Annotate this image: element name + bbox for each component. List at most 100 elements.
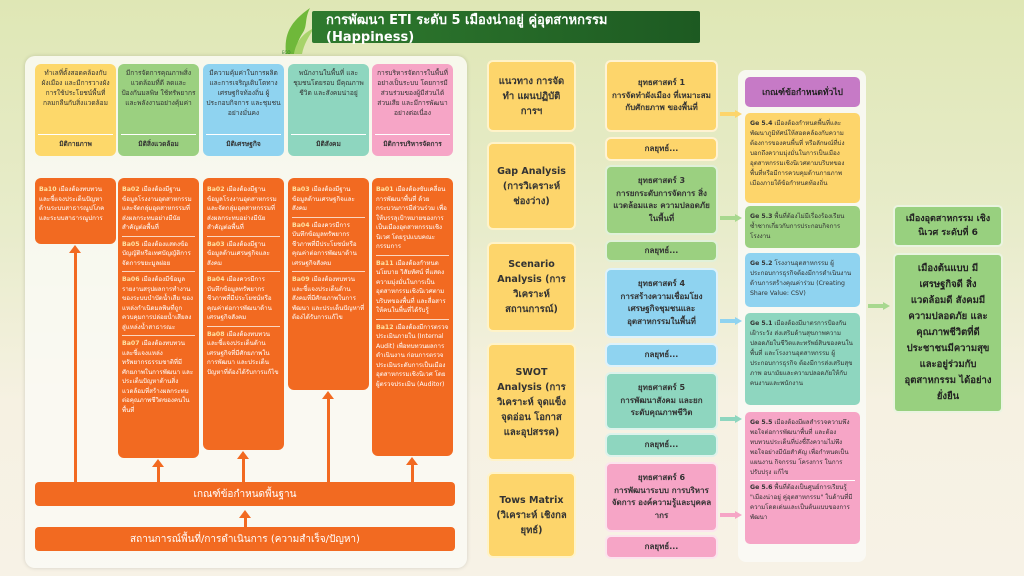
dimension-box: ทำเลที่ตั้งสอดคล้องกับผังเมือง และมีการว… bbox=[35, 64, 116, 156]
criteria-item: Ba05 เมืองต้องแสดงข้อบัญญัติหรือเทศบัญญั… bbox=[122, 237, 195, 272]
criteria-item: Ba04 เมืองควรมีการบันทึกข้อมูลทรัพยากรชี… bbox=[207, 272, 280, 327]
criteria-code: Ba06 bbox=[122, 276, 140, 283]
criteria-item: Ba03 เมืองต้องมีฐานข้อมูลด้านเศรษฐกิจและ… bbox=[292, 182, 365, 218]
arrow-right-icon bbox=[720, 511, 742, 519]
arrow-up-icon bbox=[69, 245, 81, 253]
criteria-item: Ba04 เมืองควรมีการบันทึกข้อมูลทรัพยากรชี… bbox=[292, 218, 365, 272]
criteria-text: เมืองต้องมีมาตรการป้องกัน เฝ้าระวัง ส่งเ… bbox=[750, 320, 853, 387]
eco-industrial-town-logo: ECO bbox=[282, 8, 314, 55]
criteria-item: Ba11 เมืองต้องกำหนดนโยบาย วิสัยทัศน์ ที่… bbox=[376, 256, 449, 320]
criteria-text: เมืองต้องมีฐานข้อมูลโรงงานอุตสาหกรรม และ… bbox=[207, 186, 277, 231]
strategy-text: การพัฒนาสังคม และยกระดับคุณภาพชีวิต bbox=[620, 395, 703, 418]
strategy-text: การสร้างความเชื่อมโยง เศรษฐกิจชุมชนและ อ… bbox=[620, 291, 703, 326]
criteria-text: เมืองต้องมีการตรวจประเมินภายใน (Internal… bbox=[376, 323, 449, 388]
criteria-code: Ba12 bbox=[376, 323, 394, 331]
baseline-criteria-bar: เกณฑ์ข้อกำหนดพื้นฐาน bbox=[35, 482, 455, 506]
criteria-code: Ge 5.2 bbox=[750, 260, 773, 267]
connector-line bbox=[411, 464, 414, 482]
criteria-text: เมืองต้องขับเคลื่อนการพัฒนาพื้นที่ ด้วยก… bbox=[376, 186, 447, 250]
criteria-text: เมืองต้องมีฐานข้อมูลโรงงานอุตสาหกรรม และ… bbox=[122, 186, 192, 231]
criteria-text: เมืองควรมีการบันทึกข้อมูลทรัพยากรชีวภาพท… bbox=[292, 221, 357, 267]
connector-line bbox=[157, 466, 160, 482]
arrow-right-icon bbox=[720, 415, 742, 423]
baseline-criteria-column: Ba01 เมืองต้องขับเคลื่อนการพัฒนาพื้นที่ … bbox=[372, 178, 453, 456]
criteria-text: เมืองต้องมีผลสำรวจความพึงพอใจต่อการพัฒนา… bbox=[750, 419, 850, 476]
criteria-code: Ba05 bbox=[122, 240, 140, 248]
criteria-code: Ge 5.4 bbox=[750, 120, 773, 127]
dimension-text: การบริหารจัดการในพื้นที่อย่างเป็นระบบ โด… bbox=[377, 69, 448, 117]
general-criteria-box: Ge 5.4 เมืองต้องกำหนดพื้นที่และพัฒนาภูมิ… bbox=[745, 113, 860, 203]
strategy-title: ยุทธศาสตร์ 5 bbox=[637, 383, 686, 393]
criteria-text: เมืองต้องมีข้อมูลรายงานสรุปผลการทำงานของ… bbox=[122, 276, 193, 331]
criteria-item: Ge 5.4 เมืองต้องกำหนดพื้นที่และพัฒนาภูมิ… bbox=[750, 117, 855, 191]
criteria-text: โรงงานอุตสาหกรรม ผู้ประกอบการธุรกิจต้องม… bbox=[750, 260, 852, 297]
baseline-criteria-column: Ba03 เมืองต้องมีฐานข้อมูลด้านเศรษฐกิจและ… bbox=[288, 178, 369, 390]
criteria-item: Ba09 เมืองต้องทบทวนและชี้แจงประเด็นด้านส… bbox=[292, 272, 365, 326]
criteria-text: พื้นที่ต้องเป็นศูนย์การเรียนรู้ "เมืองน่… bbox=[750, 484, 853, 521]
criteria-text: เมืองต้องทบทวนและชี้แจงประเด็นปัญหาด้านร… bbox=[39, 186, 105, 222]
criteria-code: Ba04 bbox=[292, 221, 310, 229]
criteria-code: Ba02 bbox=[207, 186, 225, 193]
connector-line bbox=[74, 252, 77, 482]
baseline-criteria-column: Ba02 เมืองต้องมีฐานข้อมูลโรงงานอุตสาหกรร… bbox=[203, 178, 284, 450]
criteria-code: Ge 5.5 bbox=[750, 419, 773, 426]
arrow-right-icon bbox=[868, 302, 890, 310]
criteria-code: Ba09 bbox=[292, 276, 310, 283]
dimension-box: มีความคุ้มค่าในการผลิต และการเจริญเติบโต… bbox=[203, 64, 284, 156]
criteria-item: Ba02 เมืองต้องมีฐานข้อมูลโรงงานอุตสาหกรร… bbox=[122, 182, 195, 237]
page-title: การพัฒนา ETI ระดับ 5 เมืองน่าอยู่ คู่อุต… bbox=[312, 11, 700, 45]
dimension-text: มีความคุ้มค่าในการผลิต และการเจริญเติบโต… bbox=[206, 69, 281, 117]
criteria-code: Ba07 bbox=[122, 340, 140, 347]
strategy-box: ยุทธศาสตร์ 5 การพัฒนาสังคม และยกระดับคุณภ… bbox=[605, 372, 718, 430]
connector-line bbox=[244, 517, 247, 527]
criteria-text: เมืองต้องกำหนดพื้นที่และพัฒนาภูมิทัศน์ให… bbox=[750, 120, 845, 187]
general-criteria-box: Ge 5.1 เมืองต้องมีมาตรการป้องกัน เฝ้าระว… bbox=[745, 313, 860, 405]
strategy-text: กลยุทธ์... bbox=[644, 245, 679, 255]
tactic-box: กลยุทธ์... bbox=[605, 433, 718, 457]
dimension-label: มิติกายภาพ bbox=[38, 134, 113, 152]
tactic-box: กลยุทธ์... bbox=[605, 343, 718, 367]
strategy-title: ยุทธศาสตร์ 3 bbox=[637, 176, 686, 185]
general-criteria-header: เกณฑ์ข้อกำหนดทั่วไป bbox=[745, 77, 860, 107]
approach-box: Gap Analysis (การวิเคราะห์ ช่องว่าง) bbox=[487, 142, 576, 230]
situation-bar: สถานการณ์พื้นที่/การดำเนินการ (ความสำเร็… bbox=[35, 527, 455, 551]
strategy-text: กลยุทธ์... bbox=[644, 349, 679, 359]
tactic-box: กลยุทธ์... bbox=[605, 240, 718, 262]
criteria-item: Ba03 เมืองต้องมีฐานข้อมูลด้านเศรษฐกิจและ… bbox=[207, 237, 280, 272]
svg-text:ECO: ECO bbox=[282, 50, 290, 55]
criteria-item: Ba10 เมืองต้องทบทวนและชี้แจงประเด็นปัญหา… bbox=[39, 182, 112, 226]
approach-box: Tows Matrix (วิเคราะห์ เชิงกลยุทธ์) bbox=[487, 472, 576, 558]
criteria-code: Ba10 bbox=[39, 186, 57, 193]
connector-line bbox=[327, 398, 330, 482]
criteria-text: เมืองต้องมีฐานข้อมูลด้านเศรษฐกิจและสังคม bbox=[292, 186, 355, 212]
criteria-text: พื้นที่ต้องไม่มีเรื่องร้องเรียนซ้ำซากเกี… bbox=[750, 213, 845, 240]
criteria-text: เมืองต้องกำหนดนโยบาย วิสัยทัศน์ ที่แสดงค… bbox=[376, 259, 446, 315]
baseline-criteria-column: Ba10 เมืองต้องทบทวนและชี้แจงประเด็นปัญหา… bbox=[35, 178, 116, 244]
strategy-text: การจัดทำผังเมือง ที่เหมาะสมกับศักยภาพ ขอ… bbox=[612, 90, 711, 113]
strategy-text: กลยุทธ์... bbox=[644, 143, 679, 153]
arrow-up-icon bbox=[239, 510, 251, 518]
approach-box: แนวทาง การจัดทำ แผนปฏิบัติการฯ bbox=[487, 60, 576, 132]
tactic-box: กลยุทธ์... bbox=[605, 137, 718, 161]
criteria-code: Ba03 bbox=[207, 240, 225, 248]
criteria-code: Ba11 bbox=[376, 259, 394, 267]
criteria-text: เมืองควรมีการบันทึกข้อมูลทรัพยากรชีวภาพท… bbox=[207, 276, 272, 321]
dimension-label: มิติสิ่งแวดล้อม bbox=[121, 134, 196, 152]
dimension-box: มีการจัดการคุณภาพสิ่งแวดล้อมที่ดี ลดและป… bbox=[118, 64, 199, 156]
criteria-text: เมืองต้องทบทวนและชี้แจงประเด็นด้านสังคมท… bbox=[292, 276, 365, 321]
criteria-code: Ge 5.1 bbox=[750, 320, 773, 327]
arrow-right-icon bbox=[720, 317, 742, 325]
criteria-item: Ba02 เมืองต้องมีฐานข้อมูลโรงงานอุตสาหกรร… bbox=[207, 182, 280, 237]
criteria-text: เมืองต้องทบทวนและชี้แจงแหล่งทรัพยากรธรรม… bbox=[122, 340, 194, 414]
criteria-item: Ge 5.6 พื้นที่ต้องเป็นศูนย์การเรียนรู้ "… bbox=[750, 480, 855, 525]
criteria-code: Ba01 bbox=[376, 186, 394, 193]
criteria-text: เมืองต้องแสดงข้อบัญญัติหรือเทศบัญญัติการ… bbox=[122, 240, 191, 267]
general-criteria-box: Ge 5.2 โรงงานอุตสาหกรรม ผู้ประกอบการธุรก… bbox=[745, 253, 860, 307]
dimension-text: พนักงานในพื้นที่ และชุมชนโดยรอบ มีคุณภาพ… bbox=[293, 69, 364, 97]
criteria-item: Ge 5.3 พื้นที่ต้องไม่มีเรื่องร้องเรียนซ้… bbox=[750, 210, 855, 244]
strategy-text: การพัฒนาระบบ การบริหารจัดการ องค์ความรู้… bbox=[611, 485, 712, 520]
approach-box: Scenario Analysis (การวิเคราะห์ สถานการณ… bbox=[487, 242, 576, 332]
approach-box: SWOT Analysis (การวิเคราะห์ จุดแข็ง จุดอ… bbox=[487, 343, 576, 461]
